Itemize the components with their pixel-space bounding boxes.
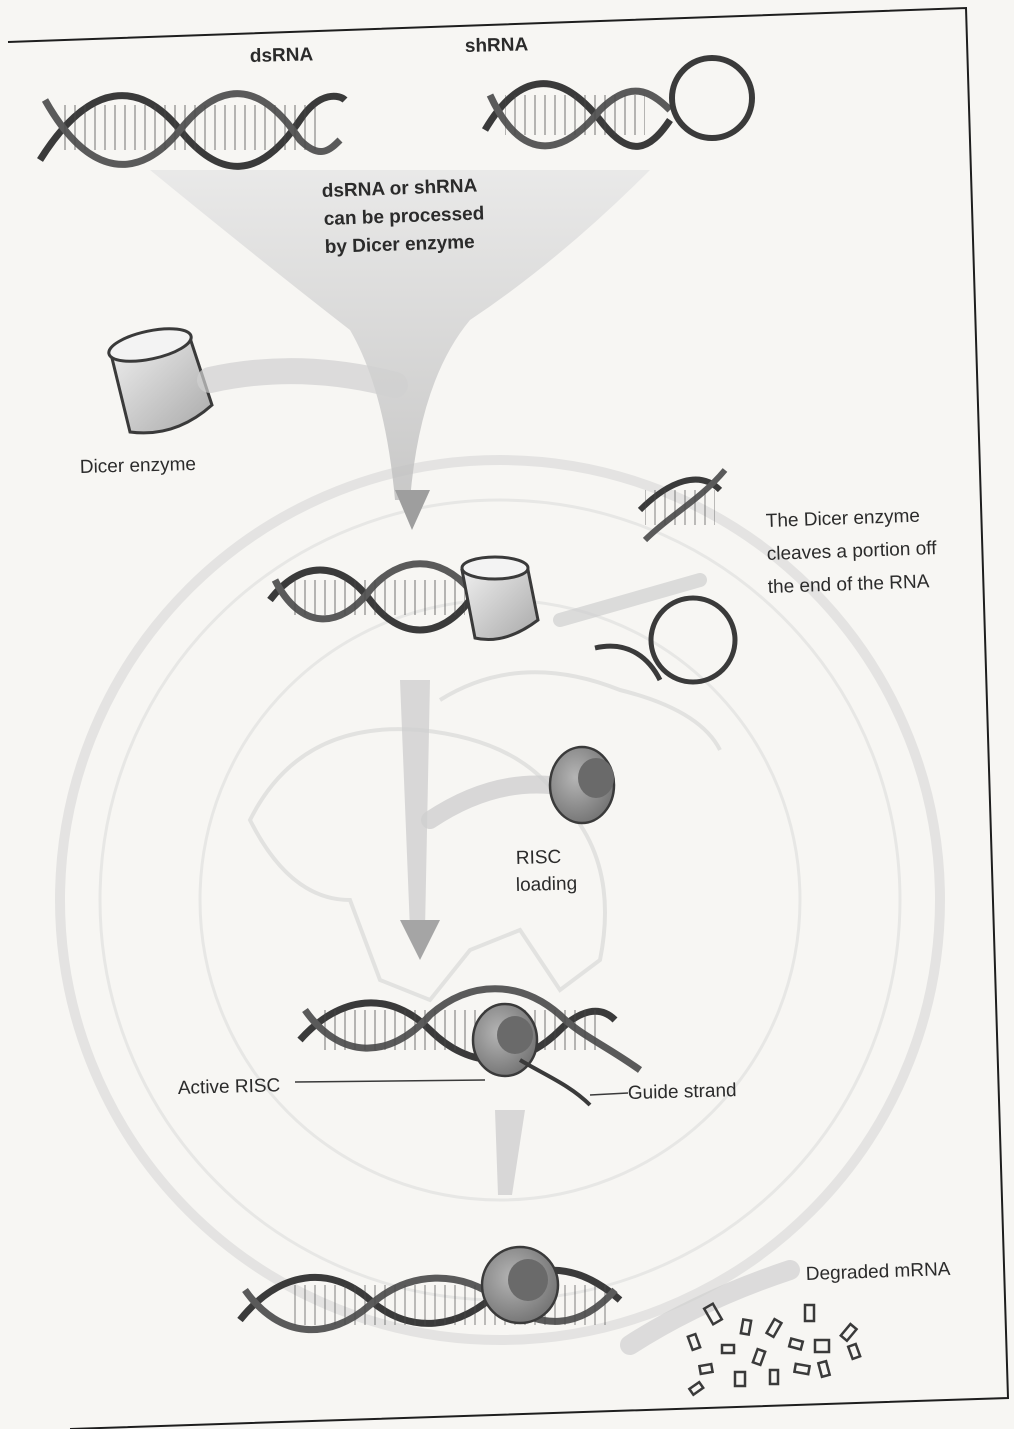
risc-join-arrow bbox=[430, 784, 550, 820]
dicer-join-arrow bbox=[210, 371, 395, 385]
degraded-mrna-label: Degraded mRNA bbox=[805, 1259, 951, 1285]
dicer-enzyme-icon bbox=[106, 323, 212, 433]
down-arrow-shaft bbox=[400, 680, 430, 930]
dicer-enzyme-label: Dicer enzyme bbox=[80, 454, 197, 478]
active-risc-leader-line bbox=[295, 1080, 485, 1082]
shrna-hairpin bbox=[485, 58, 752, 146]
funnel-arrow-icon bbox=[395, 490, 430, 530]
shrna-label: shRNA bbox=[465, 34, 529, 57]
down-arrow-icon bbox=[400, 920, 440, 960]
degraded-mrna-fragments bbox=[688, 1304, 860, 1395]
dsrna-label: dsRNA bbox=[250, 44, 314, 67]
mrna-cleavage-helix bbox=[240, 1247, 620, 1330]
risc-loading-label-line2: loading bbox=[516, 873, 578, 896]
dicer-cleavage-helix bbox=[270, 557, 538, 640]
cleave-label-line3: the end of the RNA bbox=[767, 571, 930, 598]
active-risc-label: Active RISC bbox=[178, 1075, 281, 1099]
active-risc-helix bbox=[300, 989, 640, 1105]
risc-loading-label-line1: RISC bbox=[516, 847, 562, 869]
dsrna-helix bbox=[40, 94, 345, 167]
cleave-label-line2: cleaves a portion off bbox=[766, 538, 937, 565]
down-arrow-shaft-2 bbox=[495, 1110, 525, 1195]
guide-strand-label: Guide strand bbox=[628, 1080, 737, 1104]
cleave-label-line1: The Dicer enzyme bbox=[765, 506, 920, 532]
guide-strand-leader-line bbox=[590, 1093, 628, 1095]
risc-complex-icon bbox=[550, 747, 614, 823]
